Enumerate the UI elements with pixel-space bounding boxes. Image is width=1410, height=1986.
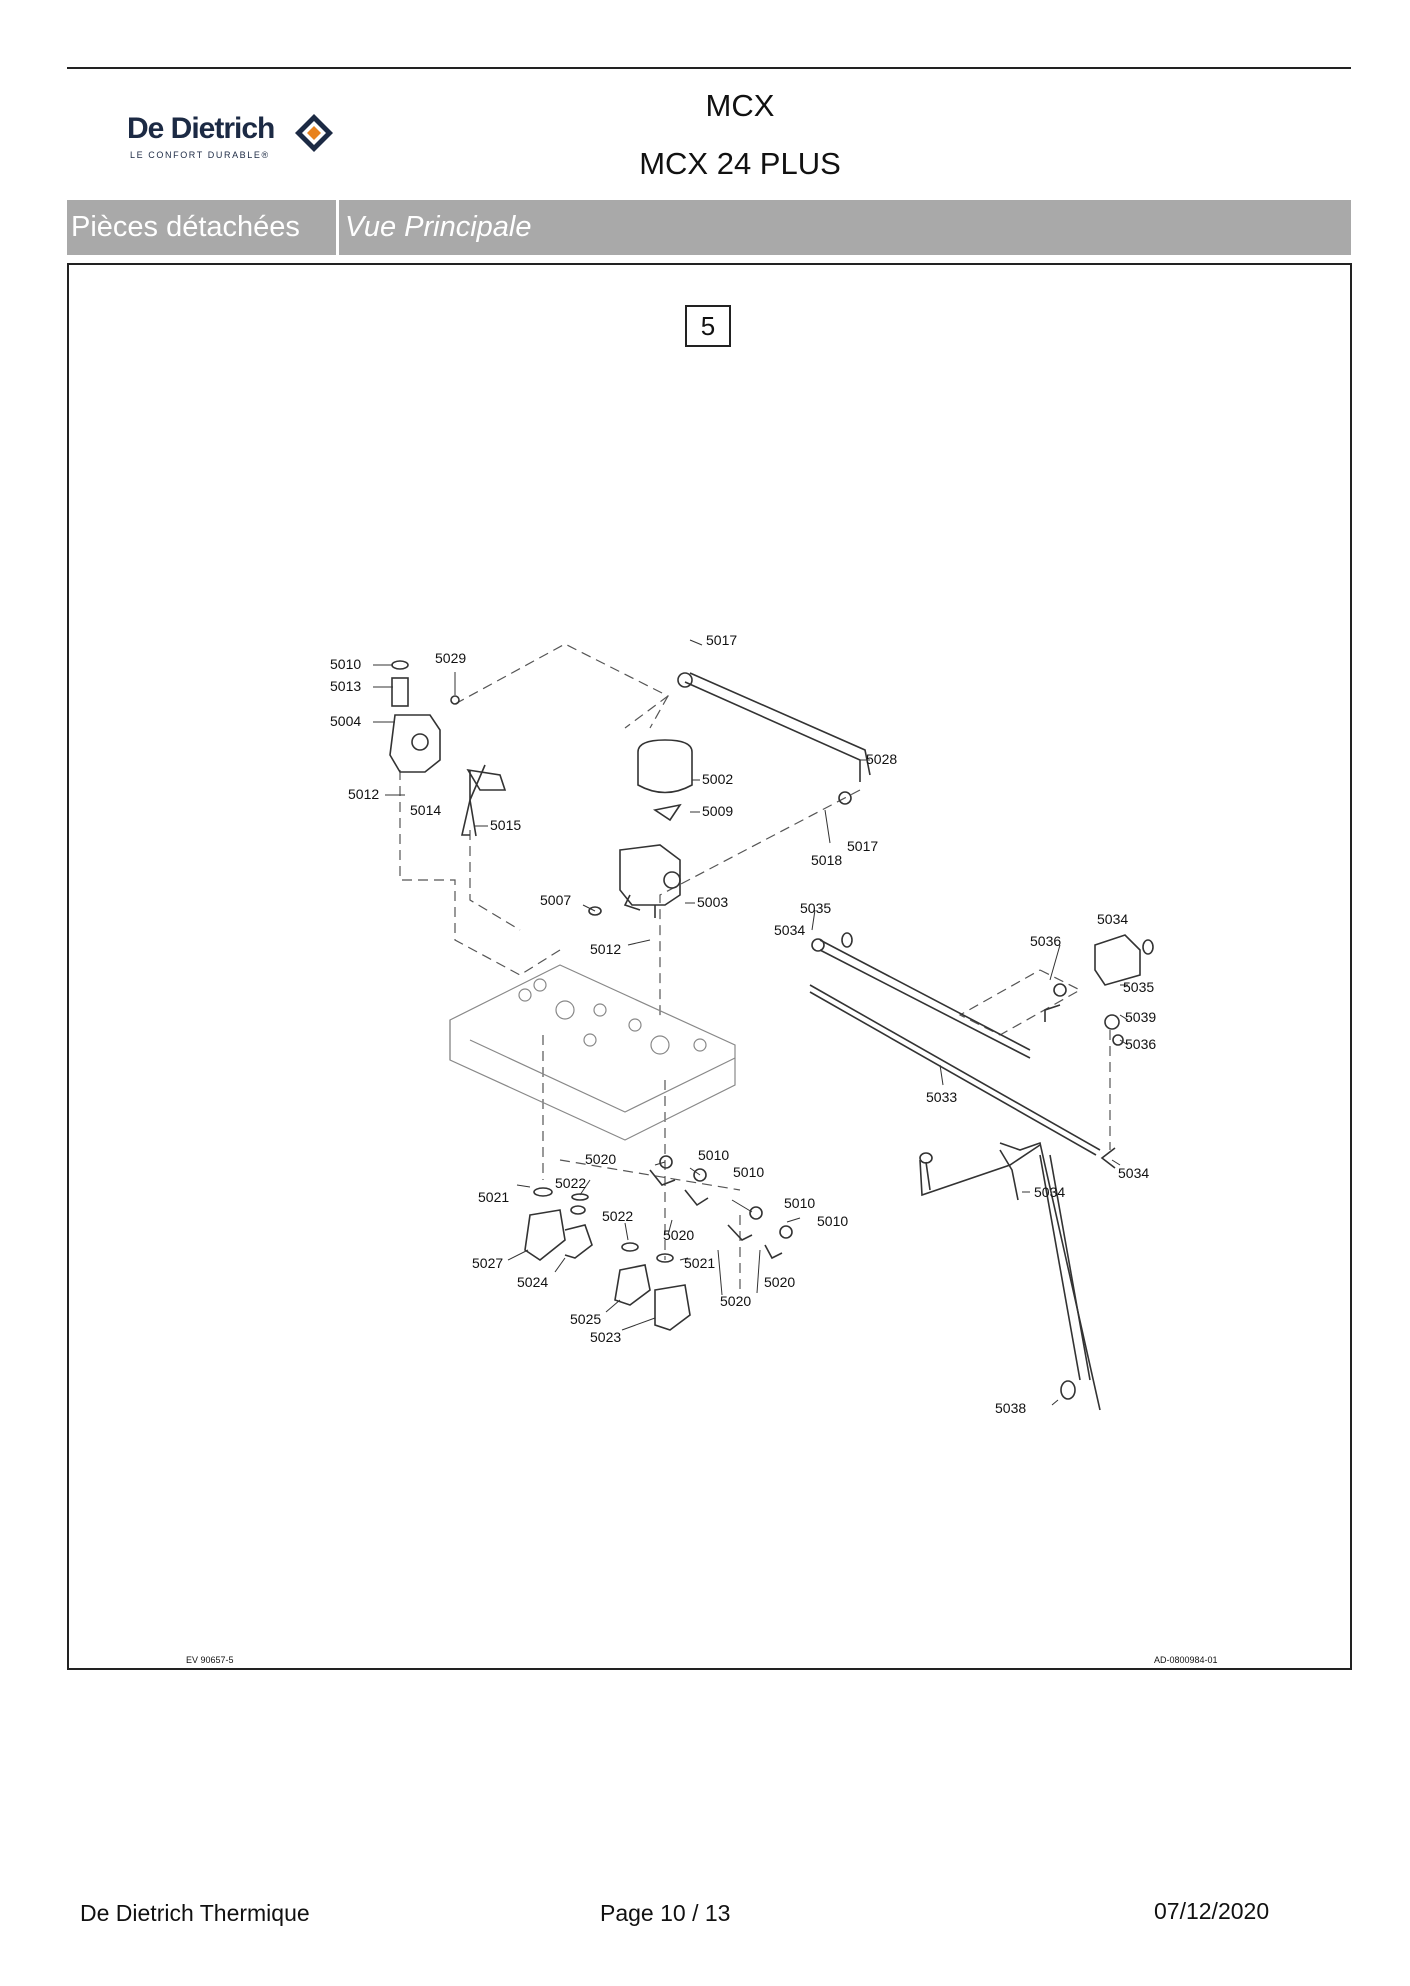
svg-text:5018: 5018 [811,852,842,868]
diamond-logo-icon [295,114,333,152]
svg-text:5014: 5014 [410,802,441,818]
svg-text:5038: 5038 [995,1400,1026,1416]
view-label: Vue Principale [345,211,532,243]
footer-page-number: Page 10 / 13 [600,1900,731,1926]
section-bar: Pièces détachées Vue Principale [67,200,1351,255]
svg-text:5013: 5013 [330,678,361,694]
svg-text:5015: 5015 [490,817,521,833]
svg-text:5025: 5025 [570,1311,601,1327]
svg-text:5020: 5020 [720,1293,751,1309]
svg-text:5033: 5033 [926,1089,957,1105]
svg-text:5020: 5020 [663,1227,694,1243]
drawing-reference-right: AD-0800984-01 [1154,1655,1218,1665]
header-rule [67,67,1351,69]
footer-company: De Dietrich Thermique [80,1900,310,1926]
svg-text:5022: 5022 [555,1175,586,1191]
svg-text:5023: 5023 [590,1329,621,1345]
logo-tagline: LE CONFORT DURABLE® [130,150,270,160]
document-subtitle: MCX 24 PLUS [639,146,841,181]
svg-text:5017: 5017 [706,632,737,648]
svg-text:5036: 5036 [1125,1036,1156,1052]
svg-text:5034: 5034 [1118,1165,1149,1181]
svg-text:5017: 5017 [847,838,878,854]
svg-text:5027: 5027 [472,1255,503,1271]
svg-text:5010: 5010 [817,1213,848,1229]
svg-text:5003: 5003 [697,894,728,910]
brand-logo: De Dietrich LE CONFORT DURABLE® [127,108,357,168]
section-label: Pièces détachées [71,211,300,243]
svg-text:5010: 5010 [733,1164,764,1180]
logo-brand-name: De Dietrich [127,112,275,145]
diagram-number: 5 [685,305,731,347]
svg-text:5028: 5028 [866,751,897,767]
svg-text:5034: 5034 [1097,911,1128,927]
svg-text:5021: 5021 [478,1189,509,1205]
svg-text:5029: 5029 [435,650,466,666]
svg-text:5004: 5004 [330,713,361,729]
svg-text:5012: 5012 [590,941,621,957]
svg-text:5020: 5020 [764,1274,795,1290]
svg-text:5010: 5010 [698,1147,729,1163]
svg-text:5035: 5035 [1123,979,1154,995]
svg-text:5024: 5024 [517,1274,548,1290]
footer-date: 07/12/2020 [1154,1898,1270,1924]
svg-text:5036: 5036 [1030,933,1061,949]
svg-text:5012: 5012 [348,786,379,802]
svg-text:5007: 5007 [540,892,571,908]
svg-text:5034: 5034 [1034,1184,1065,1200]
svg-text:5034: 5034 [774,922,805,938]
drawing-reference-left: EV 90657-5 [186,1655,234,1665]
diagram-frame [67,263,1352,1670]
section-divider [336,200,339,255]
svg-text:5010: 5010 [784,1195,815,1211]
svg-text:5022: 5022 [602,1208,633,1224]
svg-text:5039: 5039 [1125,1009,1156,1025]
svg-text:5021: 5021 [684,1255,715,1271]
svg-text:5035: 5035 [800,900,831,916]
document-title: MCX [705,88,775,123]
svg-text:5010: 5010 [330,656,361,672]
svg-text:5009: 5009 [702,803,733,819]
svg-text:5002: 5002 [702,771,733,787]
svg-text:5020: 5020 [585,1151,616,1167]
